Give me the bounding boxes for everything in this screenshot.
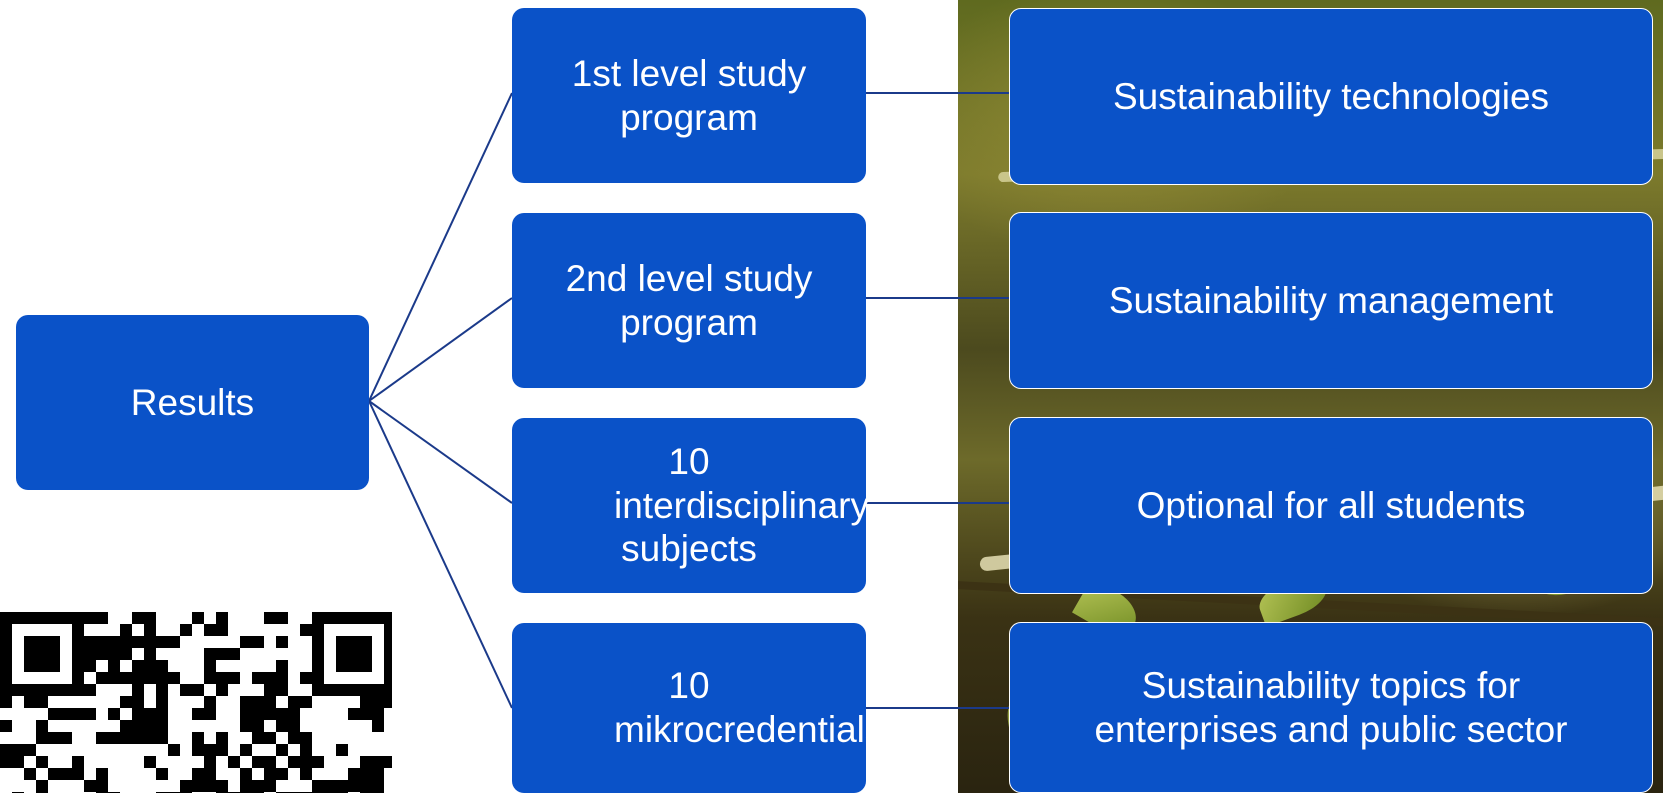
program-label-4: 10 mikrocredentials [614, 665, 884, 750]
program-node-4: 10 mikrocredentials [512, 623, 884, 793]
outcome-node-1: Sustainability technologies [1009, 8, 1653, 185]
outcome-label-2: Sustainability management [1108, 279, 1554, 321]
results-label: Results [130, 381, 255, 423]
connector-root-3 [368, 400, 513, 504]
program-node-3: 10 interdisciplinary subjects [512, 418, 869, 593]
results-node: Results [16, 315, 369, 490]
connector-root-1 [368, 92, 513, 402]
connector-root-2 [368, 297, 513, 402]
outcome-node-3: Optional for all students [1009, 417, 1653, 594]
outcome-label-1: Sustainability technologies [1112, 75, 1550, 117]
program-node-1: 1st level study program [512, 8, 866, 183]
program-label-2: 2nd level study program [565, 257, 813, 343]
outcome-node-2: Sustainability management [1009, 212, 1653, 389]
outcome-label-3: Optional for all students [1136, 484, 1526, 526]
program-label-1: 1st level study program [571, 52, 807, 138]
program-node-2: 2nd level study program [512, 213, 866, 388]
connector-root-4 [368, 400, 513, 709]
program-label-3: 10 interdisciplinary subjects [614, 441, 869, 570]
outcome-label-4: Sustainability topics for enterprises an… [1094, 664, 1568, 750]
qr-code-graphic [0, 612, 392, 793]
qr-code-icon [0, 612, 392, 793]
outcome-node-4: Sustainability topics for enterprises an… [1009, 622, 1653, 793]
